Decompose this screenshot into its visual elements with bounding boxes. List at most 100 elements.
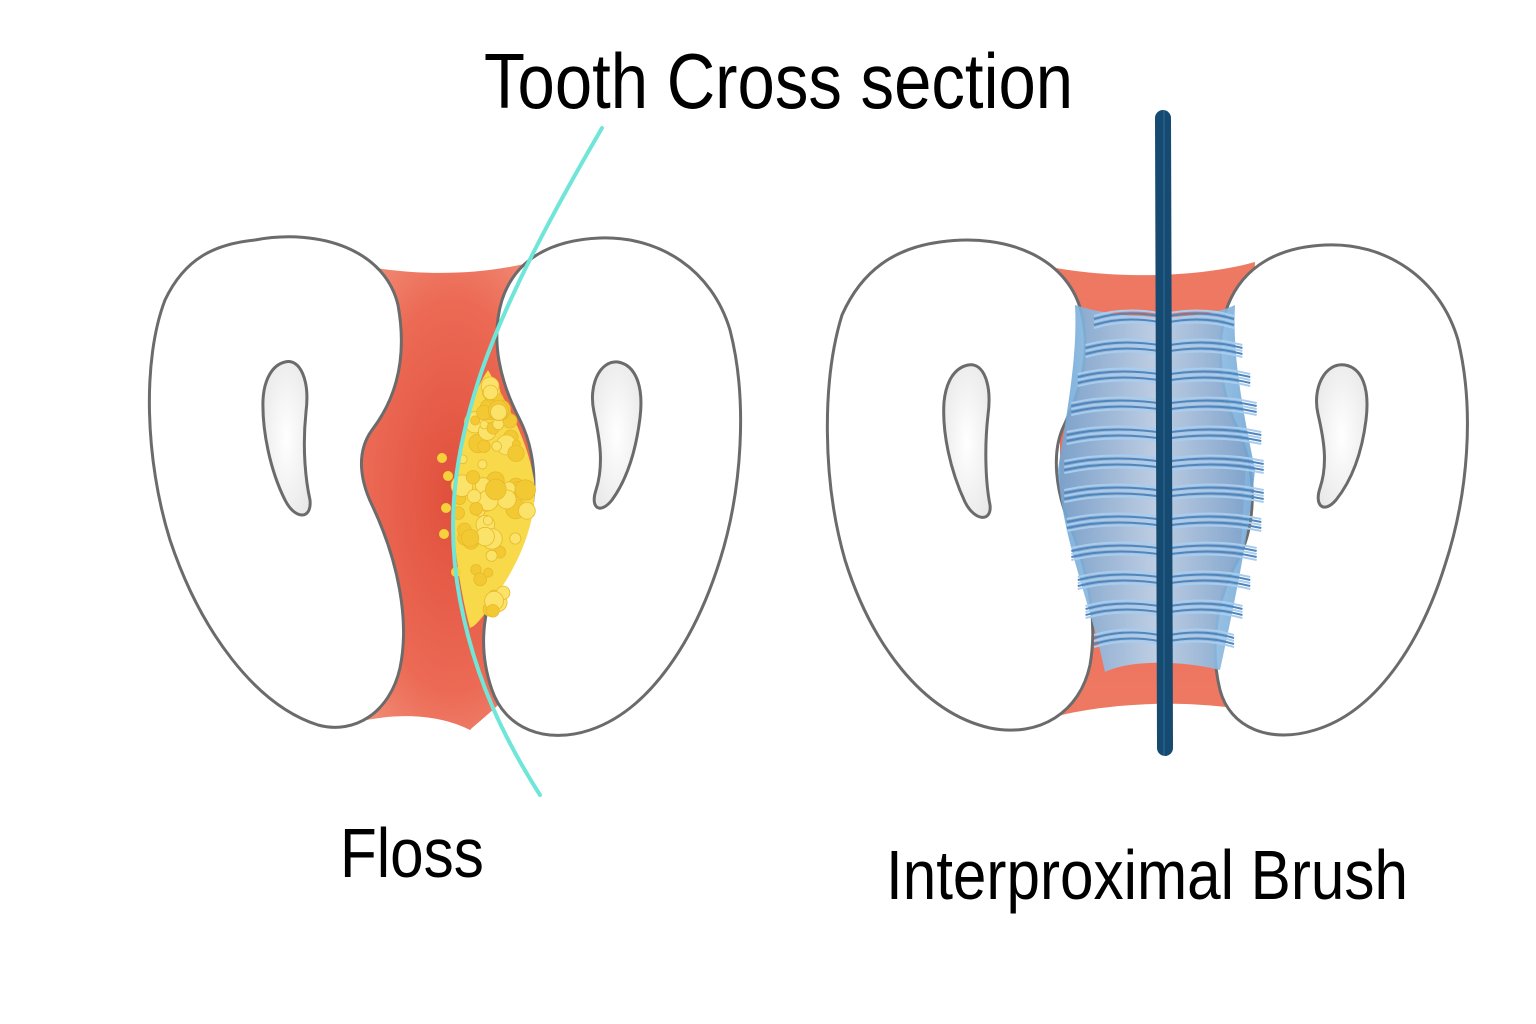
bristle-strand (1077, 570, 1165, 578)
plaque-deposit (437, 370, 536, 628)
floss-thread (451, 126, 604, 797)
plaque-granule (486, 604, 500, 618)
bristle-strand (1066, 425, 1165, 433)
plaque-granule (443, 471, 453, 481)
bristle-strand (1085, 599, 1165, 607)
bristle-strand (1085, 602, 1165, 610)
plaque-granule (483, 567, 494, 578)
bristle-strand (1163, 399, 1257, 407)
bristle-strand (1066, 515, 1165, 523)
bristle-strand (1163, 437, 1262, 445)
bristle-strand (1163, 344, 1243, 352)
floss-caption: Floss (340, 814, 484, 892)
bristle-strand (1064, 463, 1165, 471)
bristle-strand (1163, 460, 1264, 468)
bristle-strand (1071, 408, 1165, 416)
bristle-strand (1064, 483, 1165, 491)
plaque-granule (460, 528, 480, 548)
bristle-strand (1163, 350, 1243, 358)
bristle-strand (1066, 521, 1165, 529)
plaque-granule (518, 501, 536, 520)
pulp-left-a (261, 360, 312, 517)
bristle-strand (1163, 379, 1251, 387)
brush-panel (825, 110, 1469, 756)
bristle-strand (1163, 544, 1257, 552)
bristle-strand (1066, 518, 1165, 526)
bristle-strand (1163, 341, 1243, 349)
bristle-strand (1163, 483, 1264, 491)
bristle-strand (1077, 370, 1165, 378)
bristle-strand (1163, 457, 1264, 465)
bristle-strand (1163, 428, 1262, 436)
bristle-strand (1064, 486, 1165, 494)
plaque-granule (482, 515, 493, 526)
bristle-strand (1163, 547, 1257, 555)
plaque-granule (514, 479, 536, 501)
bristle-strand (1163, 524, 1262, 532)
pulp-right-a (591, 360, 643, 510)
bristle-strand (1066, 431, 1165, 439)
bristle-strand (1163, 486, 1264, 494)
bristle-strand (1077, 582, 1165, 590)
bristle-strand (1163, 373, 1251, 381)
bristle-strand (1163, 434, 1262, 442)
bristle-strand (1163, 495, 1264, 503)
bristle-strand (1163, 466, 1264, 474)
bristle-strand (1071, 544, 1165, 552)
bristle-strand (1064, 489, 1165, 497)
bristle-strand (1163, 396, 1257, 404)
bristle-strand (1064, 454, 1165, 462)
pulp-left-b (942, 363, 992, 519)
bristle-strand (1071, 541, 1165, 549)
plaque-granule (485, 549, 498, 562)
plaque-granule (437, 453, 447, 463)
bristle-strand (1163, 550, 1257, 558)
plaque-granule (477, 459, 488, 470)
plaque-granule (469, 501, 484, 516)
bristle-strand (1077, 576, 1165, 584)
plaque-granule (490, 403, 508, 421)
bristle-strand (1077, 367, 1165, 375)
bristle-strand (1163, 370, 1251, 378)
plaque-granule (509, 532, 522, 545)
bristle-strand (1163, 582, 1251, 590)
bristle-strand (1066, 524, 1165, 532)
plaque-granule (477, 439, 491, 453)
bristle-strand (1163, 541, 1257, 549)
plaque-granule (465, 470, 481, 485)
bristle-strand (1064, 466, 1165, 474)
bristle-strand (1163, 489, 1264, 497)
plaque-granule (507, 444, 525, 462)
bristle-strand (1163, 521, 1262, 529)
bristle-strand (1071, 396, 1165, 404)
bristle-strand (1066, 437, 1165, 445)
bristle-strand (1163, 573, 1251, 581)
plaque-granule (470, 415, 481, 426)
bristle-strand (1163, 338, 1243, 346)
bristle-strand (1163, 463, 1264, 471)
bristle-strand (1064, 457, 1165, 465)
bristle-strand (1163, 576, 1251, 584)
bristle-strand (1163, 405, 1257, 413)
bristle-strand (1064, 460, 1165, 468)
bristle-strand (1163, 425, 1262, 433)
bristle-strand (1064, 492, 1165, 500)
diagram-title: Tooth Cross section (484, 37, 1074, 125)
plaque-granule (441, 503, 451, 513)
bristle-strand (1071, 550, 1165, 558)
plaque-granule (482, 384, 499, 401)
floss-panel (147, 126, 743, 797)
bristle-strand (1163, 579, 1251, 587)
bristle-strand (1163, 512, 1262, 520)
bristle-strand (1163, 515, 1262, 523)
bristle-strand (1163, 492, 1264, 500)
bristle-strand (1085, 611, 1165, 619)
bristle-strand (1071, 402, 1165, 410)
plaque-granule (491, 440, 503, 452)
bristle-strand (1163, 408, 1257, 416)
brush-caption: Interproximal Brush (886, 836, 1408, 914)
plaque-granules (437, 376, 536, 618)
bristle-strand (1085, 608, 1165, 616)
bristle-strand (1066, 428, 1165, 436)
bristle-strand (1163, 367, 1251, 375)
